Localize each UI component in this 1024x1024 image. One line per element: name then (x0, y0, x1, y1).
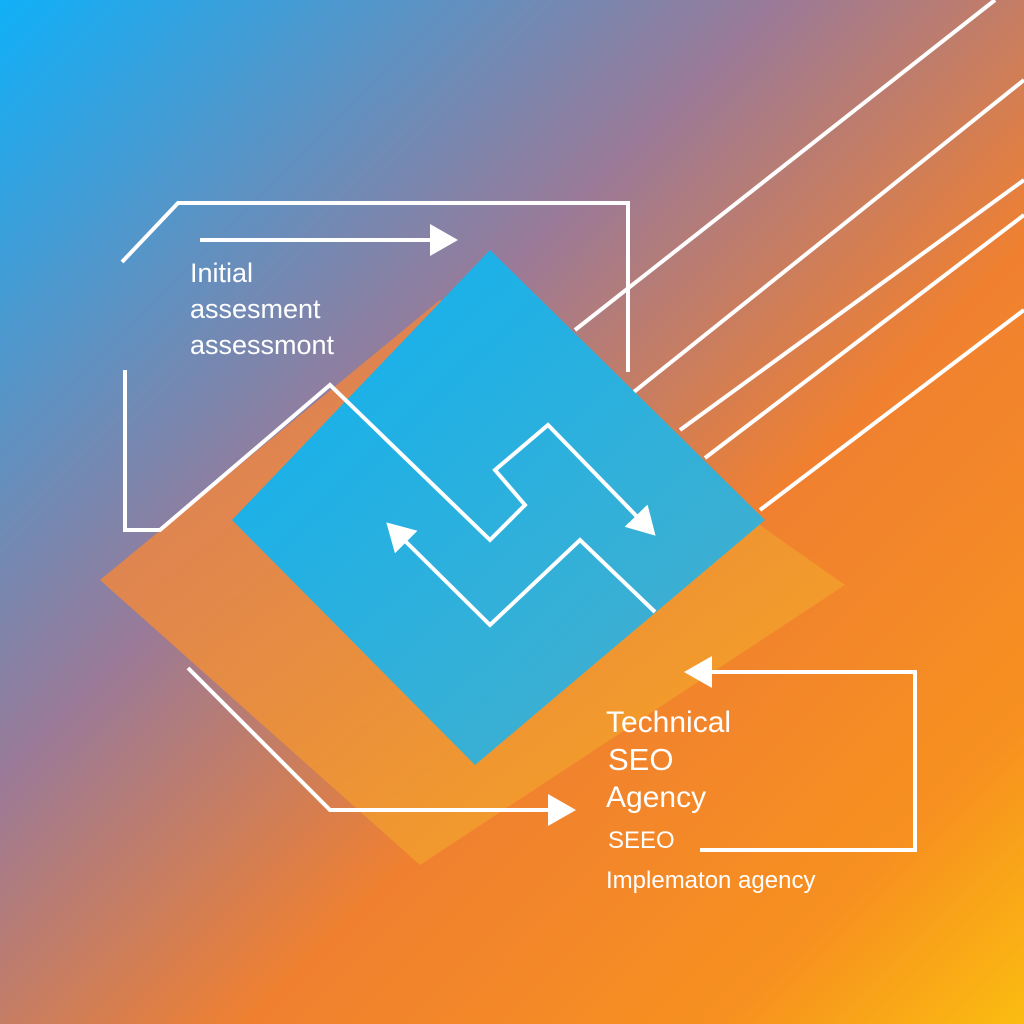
diagonal-lines (573, 0, 1024, 512)
label-line: SEEO (608, 827, 675, 854)
label-line: Implematon agency (606, 867, 815, 894)
top-bracket-line (120, 201, 630, 372)
label-line: Technical (606, 706, 731, 739)
initial-assessment-label: Initial assesment assessmont (190, 258, 335, 360)
right-return-arrow (684, 656, 917, 852)
label-line: Agency (606, 781, 706, 814)
zigzag-arrow-right (123, 370, 656, 543)
technical-seo-label: Technical SEO Agency SEEO Implematon age… (606, 706, 815, 894)
label-line: assessmont (190, 330, 335, 360)
blue-diamond (232, 250, 765, 765)
zigzag-arrow-left (386, 522, 657, 628)
label-line: assesment (190, 294, 321, 324)
bottom-arrow (186, 666, 576, 826)
label-line: SEO (608, 742, 673, 777)
label-line: Initial (190, 258, 253, 288)
